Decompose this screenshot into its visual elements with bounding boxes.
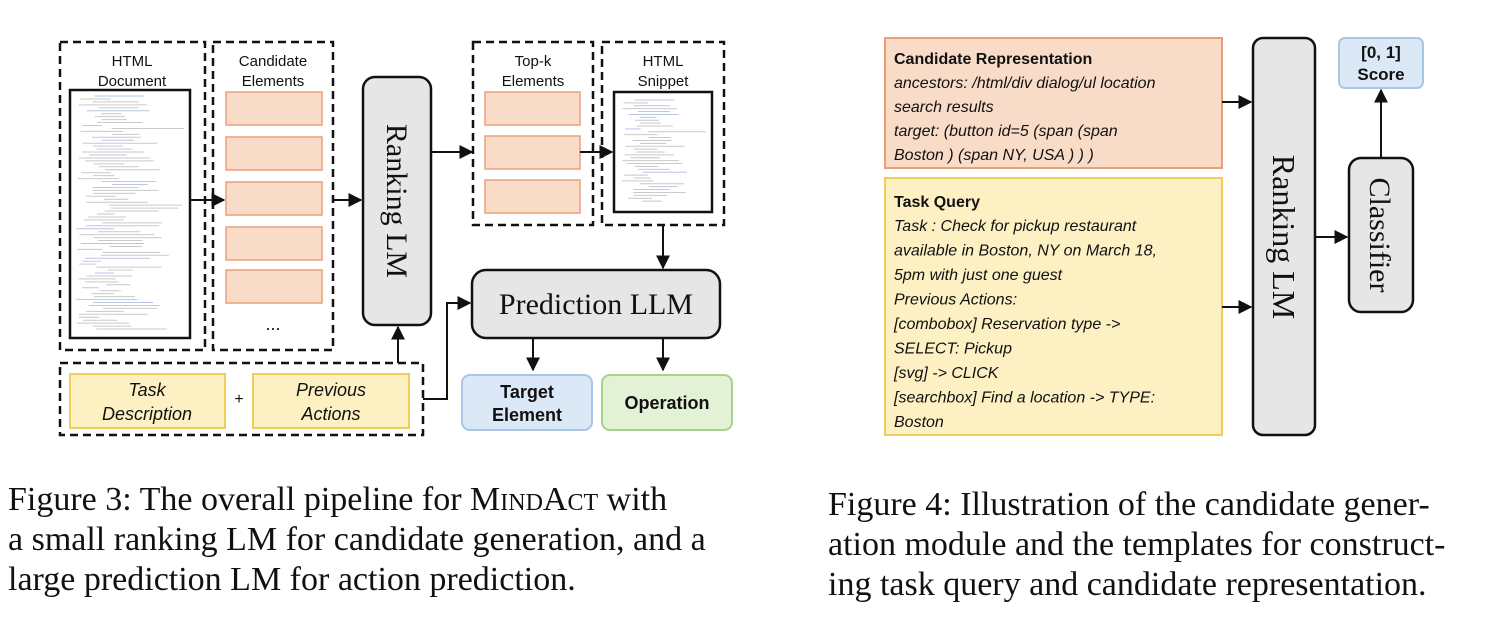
text-line: [svg] -> CLICK xyxy=(893,365,1000,382)
figure-canvas: HTML Document Candidate Elements ... Ran… xyxy=(58,36,1424,437)
score-range-label: [0, 1] xyxy=(1361,43,1401,62)
topk-label-line1: Top-k xyxy=(515,53,552,70)
task-description-line2: Description xyxy=(102,404,192,424)
score-box xyxy=(1338,37,1424,89)
candidate-representation-title: Candidate Representation xyxy=(894,51,1092,68)
previous-actions-line2: Actions xyxy=(300,404,360,424)
text-line: [searchbox] Find a location -> TYPE: xyxy=(893,390,1155,407)
plus-sign: + xyxy=(234,391,243,408)
figure3-caption: Figure 3: The overall pipeline for MindA… xyxy=(8,480,798,600)
mindact-name: MindAct xyxy=(470,481,599,518)
html-document-code-lines xyxy=(76,95,184,330)
html-snippet-label-line1: HTML xyxy=(643,53,684,70)
text-line: Previous Actions: xyxy=(894,292,1017,309)
candidate-element-box xyxy=(225,226,323,261)
topk-element-box xyxy=(484,91,581,126)
target-element-label-line2: Element xyxy=(492,405,562,425)
task-query-title: Task Query xyxy=(894,194,980,211)
figure3-diagram: HTML Document Candidate Elements ... Ran… xyxy=(58,40,733,437)
topk-label-line2: Elements xyxy=(502,73,565,90)
figure4-caption-line: Figure 4: Illustration of the candidate … xyxy=(828,486,1430,523)
candidate-ellipsis: ... xyxy=(265,314,280,334)
html-document-label-line1: HTML xyxy=(112,53,153,70)
task-description-line1: Task xyxy=(128,380,166,400)
text-line: search results xyxy=(894,99,994,116)
text-line: target: (button id=5 (span (span xyxy=(894,123,1118,140)
task-query-lines: Task : Check for pickup restaurant availa… xyxy=(893,218,1157,431)
topk-elements-container xyxy=(471,40,595,227)
ranking-lm-box xyxy=(361,75,433,327)
arrow-input-to-prediction xyxy=(423,296,472,400)
text-line: Task : Check for pickup restaurant xyxy=(894,218,1137,235)
html-document-container xyxy=(58,40,207,352)
text-line: SELECT: Pickup xyxy=(894,341,1012,358)
html-snippet-code-lines xyxy=(621,99,706,202)
operation-box xyxy=(601,374,733,431)
html-document-label-line2: Document xyxy=(98,73,167,90)
classifier-label: Classifier xyxy=(1363,178,1396,293)
task-description-box xyxy=(69,373,226,429)
candidate-elements-label-line2: Elements xyxy=(242,73,305,90)
text-line: 5pm with just one guest xyxy=(894,267,1063,284)
target-element-label-line1: Target xyxy=(500,382,554,402)
operation-label: Operation xyxy=(624,393,709,413)
topk-element-box xyxy=(484,135,581,170)
prediction-llm-box xyxy=(470,268,722,340)
text-line: ancestors: /html/div dialog/ul location xyxy=(894,75,1156,92)
figure3-caption-line: a small ranking LM for candidate generat… xyxy=(8,521,706,558)
text-line: Boston xyxy=(894,414,944,431)
previous-actions-line1: Previous xyxy=(296,380,366,400)
fig4-ranking-lm-label: Ranking LM xyxy=(1266,155,1302,319)
previous-actions-box xyxy=(252,373,410,429)
figure3-caption-line: large prediction LM for action predictio… xyxy=(8,561,576,598)
text-line: Boston ) (span NY, USA ) ) ) xyxy=(894,147,1094,164)
candidate-element-box xyxy=(225,136,323,171)
figure4-caption: Figure 4: Illustration of the candidate … xyxy=(828,485,1498,605)
html-document-page-icon xyxy=(68,88,192,340)
candidate-elements-label-line1: Candidate xyxy=(239,53,307,70)
score-label: Score xyxy=(1357,65,1404,84)
figure4-diagram: Candidate Representation ancestors: /htm… xyxy=(884,36,1424,437)
html-snippet-label-line2: Snippet xyxy=(638,73,690,90)
figure4-caption-line: ing task query and candidate representat… xyxy=(828,566,1427,603)
input-container xyxy=(58,361,425,437)
candidate-element-box xyxy=(225,181,323,216)
prediction-llm-label: Prediction LLM xyxy=(499,288,693,321)
figure4-caption-line: ation module and the templates for const… xyxy=(828,526,1446,563)
text-line: available in Boston, NY on March 18, xyxy=(894,243,1157,260)
candidate-element-box xyxy=(225,91,323,126)
candidate-element-box xyxy=(225,269,323,304)
target-element-box xyxy=(461,374,593,431)
candidate-representation-box xyxy=(884,37,1223,169)
topk-element-box xyxy=(484,179,581,214)
ranking-lm-label: Ranking LM xyxy=(380,124,413,278)
candidate-representation-lines: ancestors: /html/div dialog/ul location s… xyxy=(894,75,1156,164)
text-line: [combobox] Reservation type -> xyxy=(893,316,1120,333)
figure3-caption-line: Figure 3: The overall pipeline for MindA… xyxy=(8,481,668,518)
